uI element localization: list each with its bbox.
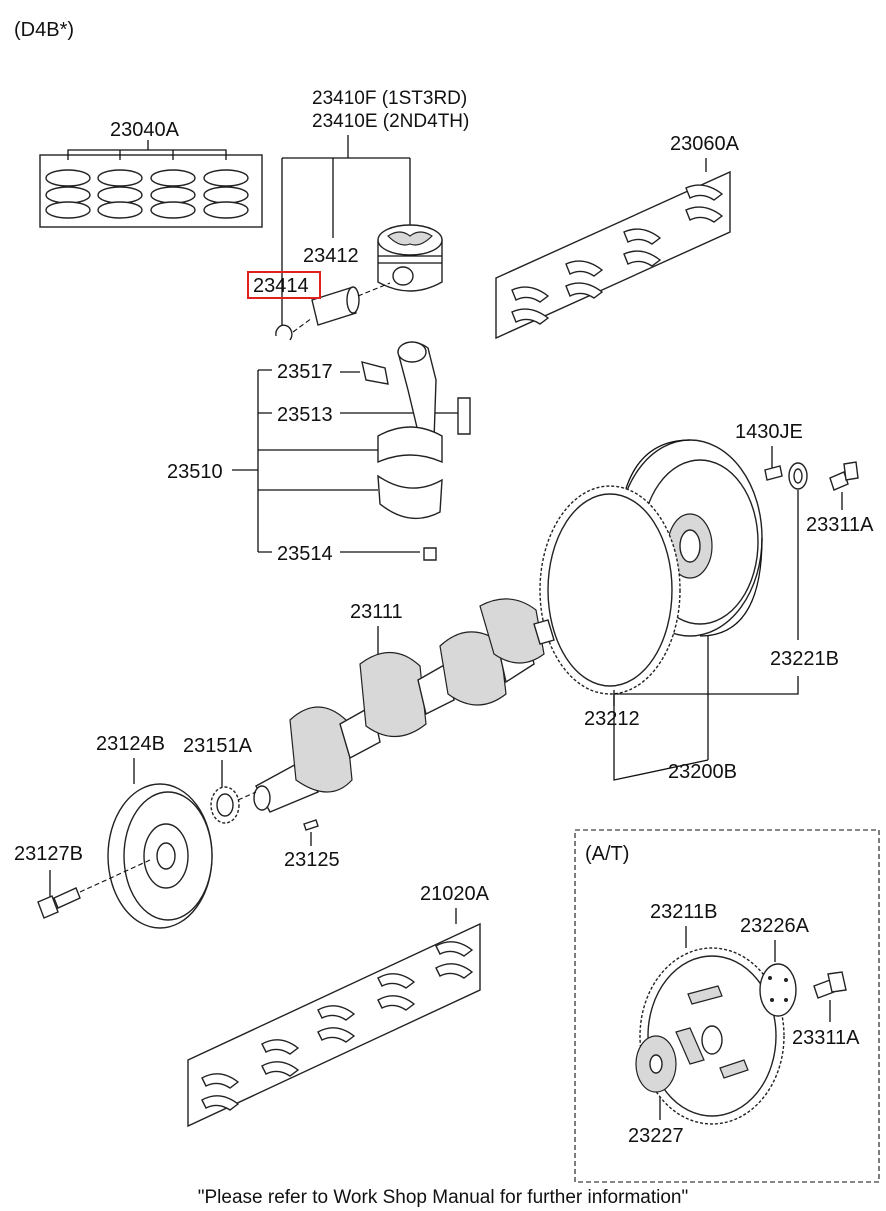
at-bolt <box>813 971 847 999</box>
label-1430je: 1430JE <box>735 421 803 443</box>
flywheel-spacer <box>788 462 808 490</box>
label-23125: 23125 <box>284 849 340 871</box>
label-23040a: 23040A <box>110 119 180 141</box>
label-23311a-top: 23311A <box>806 514 874 536</box>
crank-sprocket <box>210 786 240 824</box>
label-23410e: 23410E (2ND4TH) <box>312 111 469 132</box>
label-23510: 23510 <box>167 461 223 483</box>
label-23227: 23227 <box>628 1125 684 1147</box>
crankshaft <box>253 598 555 813</box>
label-23311a-at: 23311A <box>792 1027 860 1049</box>
crank-key <box>303 819 319 831</box>
label-23200b: 23200B <box>668 761 737 783</box>
label-23212: 23212 <box>584 708 640 730</box>
label-23124b: 23124B <box>96 733 165 755</box>
footer-note: "Please refer to Work Shop Manual for fu… <box>198 1187 688 1208</box>
piston-pin <box>311 282 391 326</box>
label-23513: 23513 <box>277 404 333 426</box>
snap-ring <box>275 324 293 341</box>
crank-pulley <box>107 783 213 929</box>
label-23226a: 23226A <box>740 915 810 937</box>
label-23060a: 23060A <box>670 133 740 155</box>
at-spacer <box>635 1035 677 1093</box>
upper-main-bearing-set <box>495 170 731 340</box>
pulley-bolt <box>37 887 81 919</box>
adapter-plate <box>759 963 797 1017</box>
drive-plate <box>639 947 785 1125</box>
piston <box>377 224 443 292</box>
at-inset-box <box>574 829 880 1183</box>
engine-code-label: (D4B*) <box>14 19 74 41</box>
flywheel-dowel <box>764 465 783 481</box>
piston-ring-set <box>39 140 263 228</box>
label-23410f: 23410F (1ST3RD) <box>312 88 467 109</box>
lower-main-bearing-set <box>187 922 481 1128</box>
label-23127b: 23127B <box>14 843 83 865</box>
flywheel-bolt <box>829 461 859 491</box>
connecting-rod <box>361 341 471 561</box>
label-23111: 23111 <box>350 601 403 623</box>
label-23517: 23517 <box>277 361 333 383</box>
label-23211b: 23211B <box>650 901 717 923</box>
label-23514: 23514 <box>277 543 333 565</box>
at-title: (A/T) <box>585 843 629 865</box>
label-23151a: 23151A <box>183 735 253 757</box>
highlight-box <box>247 271 321 299</box>
ring-gear <box>539 485 681 695</box>
label-21020a: 21020A <box>420 883 490 905</box>
label-23221b: 23221B <box>770 648 839 670</box>
label-23414[interactable]: 23414 <box>253 275 309 297</box>
label-23412: 23412 <box>303 245 359 267</box>
